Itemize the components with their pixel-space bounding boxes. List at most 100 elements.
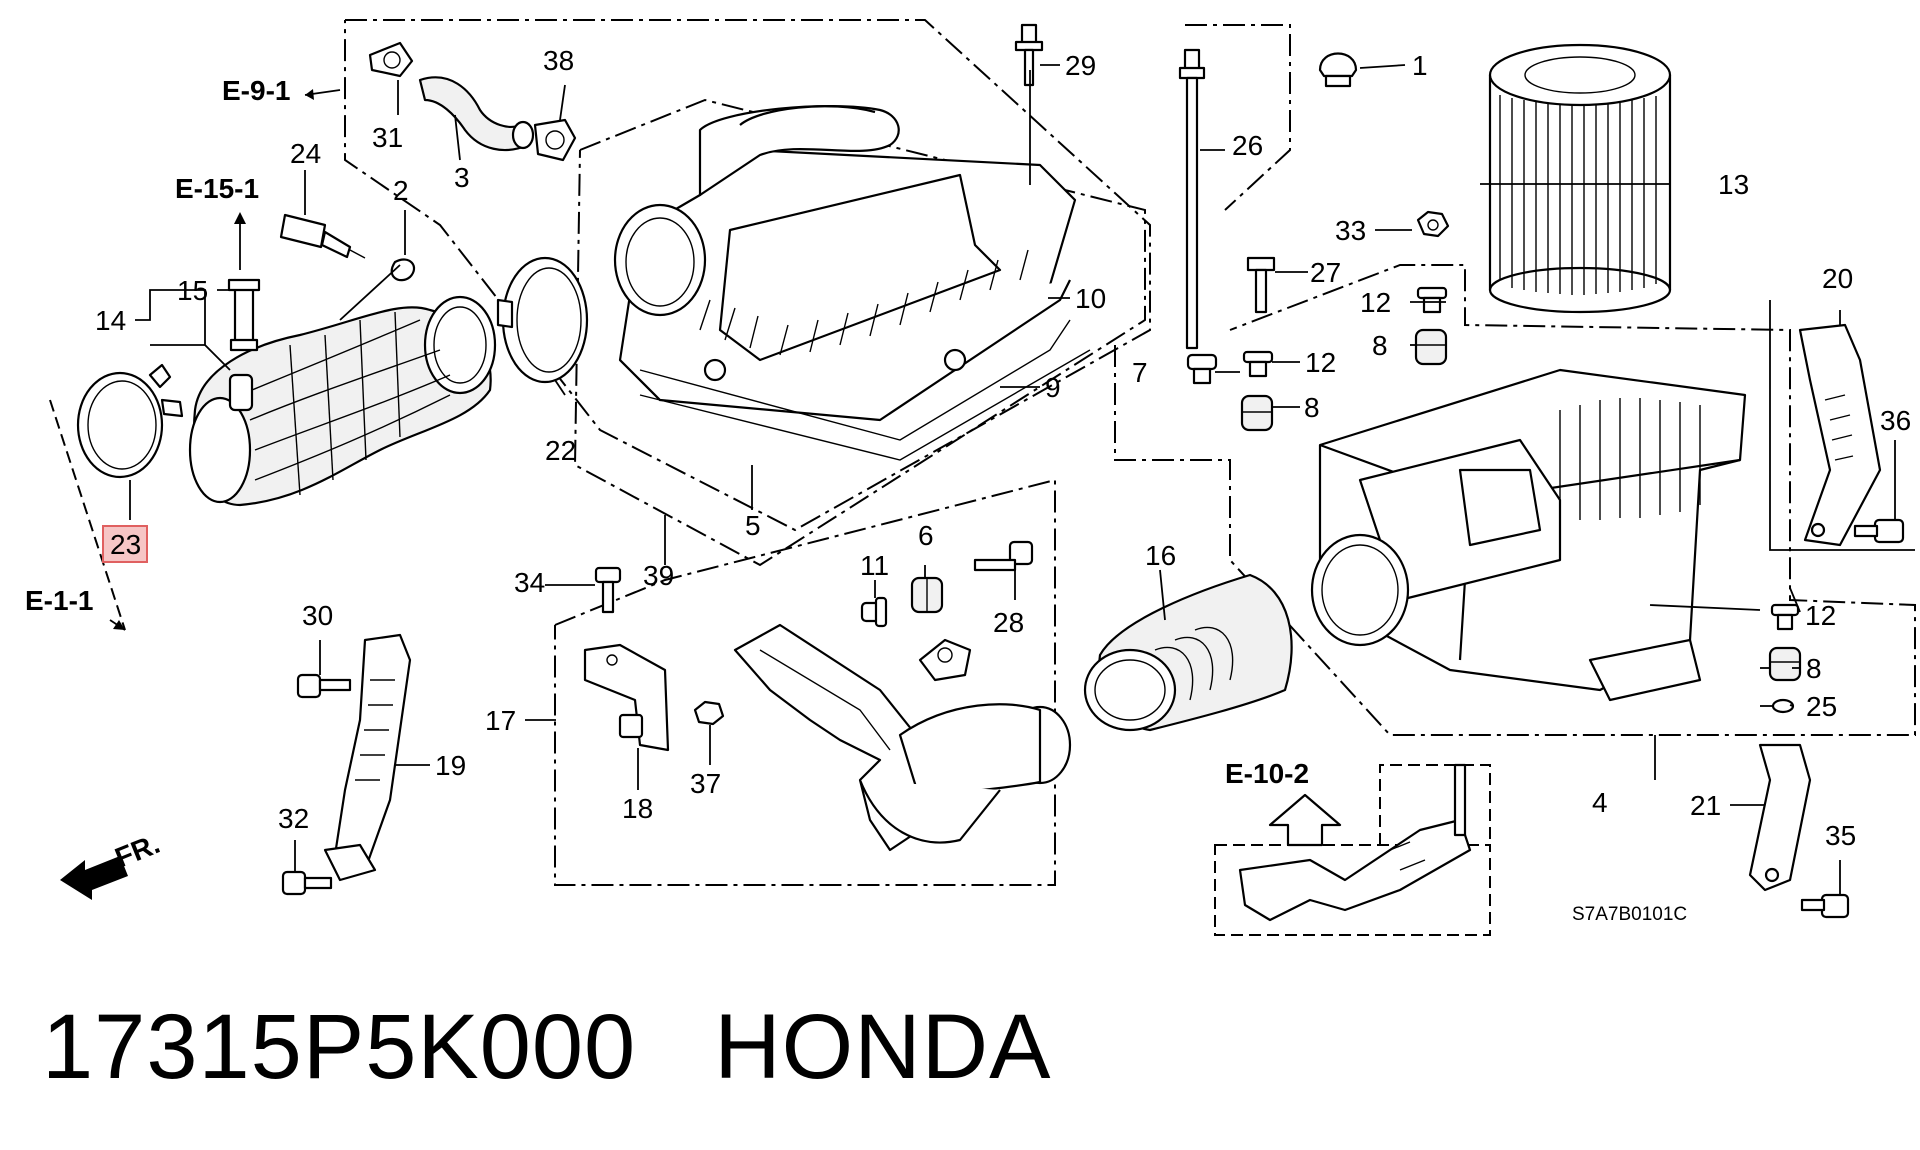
nut-37-drawing (693, 700, 725, 726)
callout-12-mid[interactable]: 12 (1305, 347, 1336, 378)
callout-8-upper[interactable]: 8 (1372, 330, 1388, 361)
callout-38[interactable]: 38 (543, 45, 574, 76)
tube-16-drawing (1083, 573, 1293, 732)
brand-name: HONDA (714, 996, 1052, 1098)
bolt-34-drawing (594, 566, 622, 614)
callout-1[interactable]: 1 (1412, 50, 1428, 81)
callout-20[interactable]: 20 (1822, 263, 1853, 294)
callout-23[interactable]: 23 (110, 529, 141, 560)
callout-25[interactable]: 25 (1806, 691, 1837, 722)
rod-26-drawing (1178, 48, 1206, 350)
callout-9[interactable]: 9 (1045, 372, 1061, 403)
callout-15[interactable]: 15 (177, 275, 208, 306)
parts-diagram: 1 2 3 4 5 6 7 8 8 8 9 10 11 12 12 12 13 … (25, 19, 1916, 936)
grommet-12-lower-drawing (1770, 603, 1800, 631)
bolt-32-drawing (281, 870, 333, 896)
ref-e91[interactable]: E-9-1 (222, 75, 290, 106)
callout-34[interactable]: 34 (514, 567, 545, 598)
group-outline-lower-bracket (1214, 844, 1491, 936)
air-filter-element-13-drawing (1488, 43, 1672, 314)
callout-17[interactable]: 17 (485, 705, 516, 736)
nut-33-drawing (1416, 210, 1450, 238)
callout-39[interactable]: 39 (643, 560, 674, 591)
callout-6[interactable]: 6 (918, 520, 934, 551)
callout-8-mid[interactable]: 8 (1304, 392, 1320, 423)
callout-12-upper[interactable]: 12 (1360, 287, 1391, 318)
bracket-18-drawing (583, 643, 670, 752)
callout-29[interactable]: 29 (1065, 50, 1096, 81)
callout-13[interactable]: 13 (1718, 169, 1749, 200)
callout-32[interactable]: 32 (278, 803, 309, 834)
callout-35[interactable]: 35 (1825, 820, 1856, 851)
hose-3-drawing (418, 76, 535, 152)
washer-25-drawing (1771, 698, 1795, 714)
callout-4[interactable]: 4 (1592, 787, 1608, 818)
ref-e11[interactable]: E-1-1 (25, 585, 93, 616)
grommet-12-mid-drawing (1242, 350, 1274, 378)
callout-7[interactable]: 7 (1132, 357, 1148, 388)
group-outline-rod (1185, 24, 1291, 211)
air-cleaner-case-4-drawing (1310, 368, 1747, 702)
callout-19[interactable]: 19 (435, 750, 466, 781)
sensor-24-drawing (279, 213, 366, 259)
clamp-38-drawing (533, 118, 577, 162)
callout-33[interactable]: 33 (1335, 215, 1366, 246)
callout-28[interactable]: 28 (993, 607, 1024, 638)
grommet-8-mid-drawing (1240, 394, 1274, 432)
clamp-23-drawing (76, 363, 184, 479)
ref-e151[interactable]: E-15-1 (175, 173, 259, 204)
grommet-8-lower-drawing (1768, 646, 1802, 682)
grommet-1-drawing (1318, 52, 1358, 88)
cover-gasket-9-drawing (639, 319, 1071, 441)
callout-37[interactable]: 37 (690, 768, 721, 799)
callout-27[interactable]: 27 (1310, 257, 1341, 288)
protector-19-drawing (323, 633, 412, 882)
callout-26[interactable]: 26 (1232, 130, 1263, 161)
callout-2[interactable]: 2 (393, 175, 409, 206)
callout-11[interactable]: 11 (860, 550, 889, 581)
arrow-e151 (234, 212, 246, 270)
grommet-12-upper-drawing (1416, 286, 1448, 314)
stay-21-drawing (1748, 743, 1812, 892)
diagram-code: S7A7B0101C (1572, 904, 1687, 925)
callout-8-lower[interactable]: 8 (1806, 653, 1822, 684)
callout-22[interactable]: 22 (545, 435, 576, 466)
leader-lines (129, 64, 1896, 895)
bolt-36-drawing (1853, 518, 1905, 544)
group-outline-stay (1769, 300, 1915, 551)
bolt-27-drawing (1246, 256, 1276, 314)
callout-12-lower[interactable]: 12 (1805, 600, 1836, 631)
callout-16[interactable]: 16 (1145, 540, 1176, 571)
part-number: 17315P5K000 (42, 996, 637, 1098)
callout-5[interactable]: 5 (745, 510, 761, 541)
collar-11-drawing (860, 596, 888, 628)
group-outline-lower-bracket-2 (1379, 764, 1491, 845)
resonator-drawing (733, 623, 1072, 852)
callout-31[interactable]: 31 (372, 122, 403, 153)
arrow-e102 (1268, 793, 1342, 847)
band-22-drawing (496, 256, 589, 384)
grommet-8-upper-drawing (1414, 328, 1448, 366)
bolt-29-drawing (1014, 23, 1044, 87)
callout-24[interactable]: 24 (290, 138, 321, 169)
bolt-15-drawing (227, 278, 261, 352)
callout-14[interactable]: 14 (95, 305, 126, 336)
front-label: FR. (111, 828, 164, 874)
callout-18[interactable]: 18 (622, 793, 653, 824)
arrow-e11 (109, 619, 126, 631)
group-outline-bracket (554, 478, 1056, 886)
cleaner-cover-drawing (613, 104, 1077, 422)
callout-3[interactable]: 3 (454, 162, 470, 193)
footer-caption: 17315P5K000 HONDA (42, 995, 1051, 1115)
intake-duct-14-drawing (188, 295, 497, 507)
ref-e102[interactable]: E-10-2 (1225, 758, 1309, 789)
callout-23-highlight (102, 525, 148, 563)
group-outline-cover (573, 98, 1146, 567)
callout-36[interactable]: 36 (1880, 405, 1911, 436)
callout-21[interactable]: 21 (1690, 790, 1721, 821)
front-arrow-icon (60, 856, 128, 900)
callout-10[interactable]: 10 (1075, 283, 1106, 314)
callout-30[interactable]: 30 (302, 600, 333, 631)
grommet-6-drawing (910, 576, 944, 614)
group-outline-lower-case (1114, 264, 1916, 736)
